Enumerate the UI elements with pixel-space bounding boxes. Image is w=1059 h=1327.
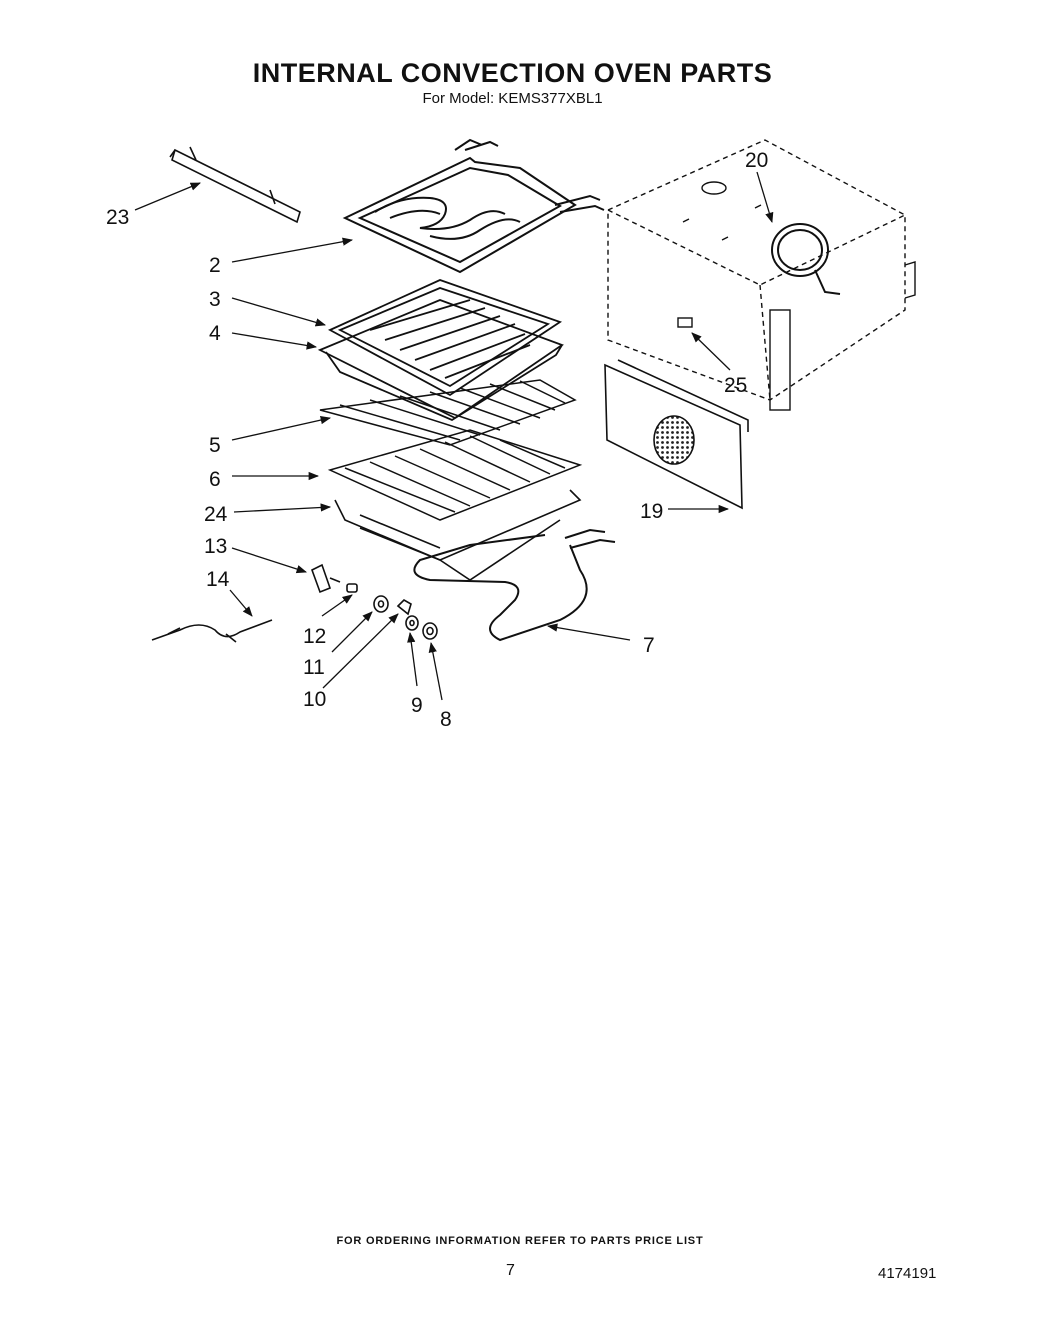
callout-10: 10	[303, 688, 326, 711]
part-19-rear-panel	[604, 359, 749, 510]
leader-lines	[134, 171, 774, 701]
part-7-bake-element	[413, 528, 616, 642]
part-11-washer	[373, 595, 389, 613]
callout-20: 20	[745, 149, 768, 172]
part-3-broil-pan-grid	[327, 279, 563, 397]
part-23-bracket	[169, 146, 301, 224]
callout-24: 24	[204, 503, 228, 526]
oven-cavity-details	[677, 181, 916, 411]
part-6-oven-rack	[327, 429, 583, 521]
callout-6: 6	[209, 468, 221, 491]
part-13-clip	[311, 563, 341, 594]
part-5-oven-rack	[319, 379, 577, 446]
page-title: INTERNAL CONVECTION OVEN PARTS	[252, 58, 773, 88]
part-9-washer	[405, 615, 419, 631]
part-24-rack-support	[334, 489, 582, 581]
part-14-probe	[151, 619, 273, 643]
callout-13: 13	[204, 535, 227, 558]
part-8-nut	[422, 622, 438, 640]
callout-23: 23	[106, 206, 129, 229]
callout-5: 5	[209, 434, 221, 457]
callout-4: 4	[209, 322, 221, 345]
callout-2: 2	[209, 254, 221, 277]
document-number: 4174191	[878, 1265, 937, 1282]
part-4-broil-pan	[317, 299, 564, 422]
page-number: 7	[506, 1262, 515, 1279]
part-20-convection-element	[771, 223, 841, 295]
ordering-note: FOR ORDERING INFORMATION REFER TO PARTS …	[336, 1235, 704, 1247]
model-subtitle: For Model: KEMS377XBL1	[422, 90, 603, 107]
part-2-broil-element	[342, 138, 605, 274]
oven-cavity	[607, 139, 906, 401]
callout-25: 25	[724, 374, 747, 397]
callout-14: 14	[206, 568, 230, 591]
part-12-plug	[346, 583, 358, 593]
part-10-bracket	[396, 599, 412, 616]
callout-12: 12	[303, 625, 326, 648]
callout-8: 8	[440, 708, 452, 731]
callout-7: 7	[643, 634, 655, 657]
callout-3: 3	[209, 288, 221, 311]
callout-19: 19	[640, 500, 663, 523]
callout-9: 9	[411, 694, 423, 717]
callout-11: 11	[303, 656, 325, 679]
